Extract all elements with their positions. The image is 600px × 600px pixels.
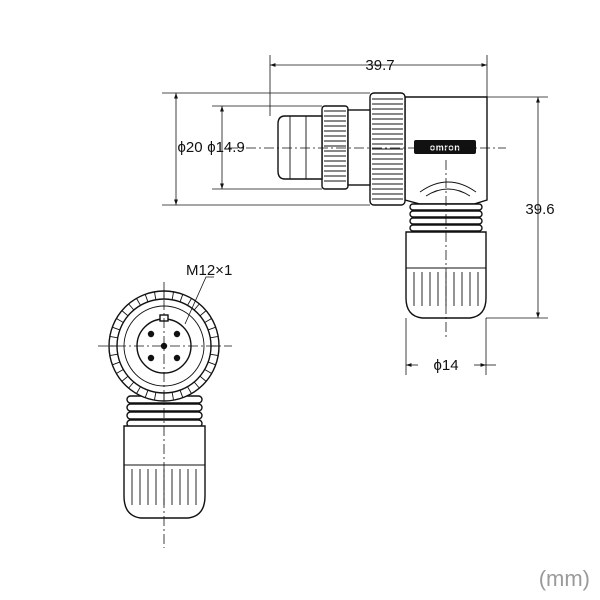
side-view: omron [228, 92, 506, 338]
nut-tooth [187, 298, 192, 306]
inner-diameter-dimension: ϕ14.9 [207, 139, 245, 156]
omron-logo-text: omron [430, 143, 461, 153]
nut-tooth [210, 353, 219, 356]
nut-tooth [154, 392, 157, 401]
pin-2 [173, 330, 181, 338]
nut-tooth [154, 291, 157, 300]
nut-tooth [171, 392, 174, 401]
nut-tooth [171, 291, 174, 300]
ring-knurl [324, 110, 346, 182]
nut-tooth [144, 390, 149, 398]
outer-diameter-dimension: ϕ20 [177, 139, 202, 156]
rib [126, 403, 203, 412]
nut-tooth [210, 336, 219, 339]
nut-tooth [199, 310, 207, 317]
length-dimension: 39.7 [365, 57, 394, 74]
body-diameter-dimension: ϕ14 [433, 357, 458, 374]
nut-tooth [136, 386, 141, 394]
nut-tooth [116, 369, 124, 374]
pin-4 [173, 354, 181, 362]
nut-tooth [121, 375, 129, 382]
nut-tooth [109, 353, 118, 356]
nut-tooth [128, 303, 135, 311]
front-ring [321, 105, 349, 190]
nut-tooth [116, 318, 124, 323]
nut-tooth [208, 361, 216, 366]
plug-nose [277, 115, 323, 180]
nut-tooth [179, 294, 184, 302]
nut-tooth [136, 298, 141, 306]
nut-tooth [199, 375, 207, 382]
nut-tooth [204, 369, 212, 374]
nut-tooth [187, 386, 192, 394]
unit-label: (mm) [539, 566, 590, 591]
pin-3 [147, 354, 155, 362]
nut-tooth [109, 336, 118, 339]
nut-tooth [204, 318, 212, 323]
nut-tooth [193, 381, 200, 389]
thread-label: M12×1 [186, 262, 232, 279]
nut-tooth [193, 303, 200, 311]
nut-tooth [179, 390, 184, 398]
front-cable-grip [123, 425, 206, 519]
omron-logo [414, 140, 476, 154]
nut-knurl [372, 98, 403, 200]
nut-tooth [112, 361, 120, 366]
nut-tooth [208, 326, 216, 331]
pin-1 [147, 330, 155, 338]
nut-tooth [112, 326, 120, 331]
front-view: M12×1 [98, 262, 232, 548]
rib [126, 411, 203, 420]
nut-tooth [144, 294, 149, 302]
height-dimension: 39.6 [525, 201, 554, 218]
nut-tooth [128, 381, 135, 389]
nut-tooth [121, 310, 129, 317]
bend-relief-ribs [409, 203, 483, 232]
dimension-lines: 39.7 ϕ20 ϕ14.9 39.6 ϕ14 [162, 55, 555, 375]
